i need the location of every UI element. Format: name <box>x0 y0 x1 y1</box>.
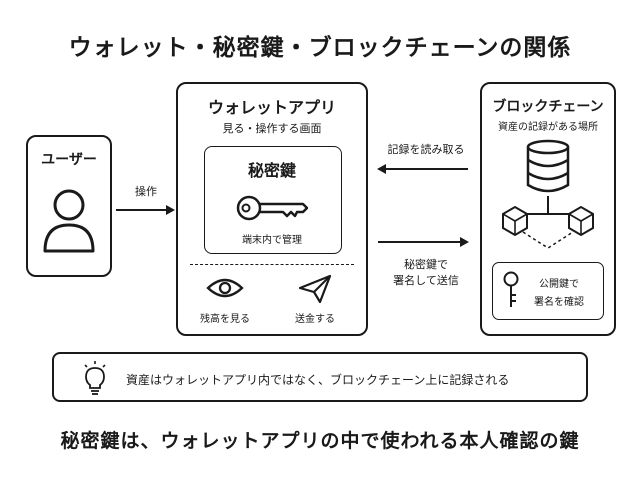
lightbulb-icon <box>84 361 106 395</box>
blockchain-title: ブロックチェーン <box>492 99 604 115</box>
key-icon <box>503 271 519 307</box>
private-key-caption: 端末内で管理 <box>242 235 302 246</box>
sign-arrow <box>378 237 469 247</box>
private-key-box: 秘密鍵 端末内で管理 <box>204 146 342 254</box>
database-icon <box>526 139 570 193</box>
private-key-title: 秘密鍵 <box>247 161 296 180</box>
note-box: 資産はウォレットアプリ内ではなく、ブロックチェーン上に記録される <box>52 352 588 402</box>
sign-label-2: 署名して送信 <box>393 274 459 287</box>
blockchain-box: ブロックチェーン 資産の記録がある場所 公開鍵で 署名を確認 <box>480 82 616 336</box>
sign-label-1: 秘密鍵で <box>404 258 448 271</box>
user-label: ユーザー <box>41 152 97 168</box>
operate-arrow <box>116 205 175 215</box>
user-icon <box>43 189 95 253</box>
blockchain-subtitle: 資産の記録がある場所 <box>498 122 598 133</box>
operate-label: 操作 <box>135 185 157 198</box>
public-key-line2: 署名を確認 <box>534 297 584 308</box>
read-label: 記録を読み取る <box>387 143 465 156</box>
wallet-divider <box>190 264 354 265</box>
user-box: ユーザー <box>26 135 112 277</box>
block-icon <box>502 196 594 249</box>
send-label: 送金する <box>295 314 335 325</box>
public-key-box: 公開鍵で 署名を確認 <box>492 262 604 320</box>
page-title: ウォレット・秘密鍵・ブロックチェーンの関係 <box>68 35 572 61</box>
view-balance-label: 残高を見る <box>200 314 250 325</box>
wallet-box: ウォレットアプリ 見る・操作する画面 秘密鍵 端末内で管理 残高を見る 送金する <box>176 82 368 336</box>
key-icon <box>236 195 309 221</box>
eye-icon <box>206 278 244 298</box>
public-key-line1: 公開鍵で <box>539 279 579 290</box>
footer-caption: 秘密鍵は、ウォレットアプリの中で使われる本人確認の鍵 <box>60 430 580 452</box>
send-icon <box>298 274 332 304</box>
read-arrow <box>377 164 468 174</box>
wallet-subtitle: 見る・操作する画面 <box>222 122 322 135</box>
note-text: 資産はウォレットアプリ内ではなく、ブロックチェーン上に記録される <box>126 373 510 387</box>
wallet-title: ウォレットアプリ <box>207 98 336 117</box>
